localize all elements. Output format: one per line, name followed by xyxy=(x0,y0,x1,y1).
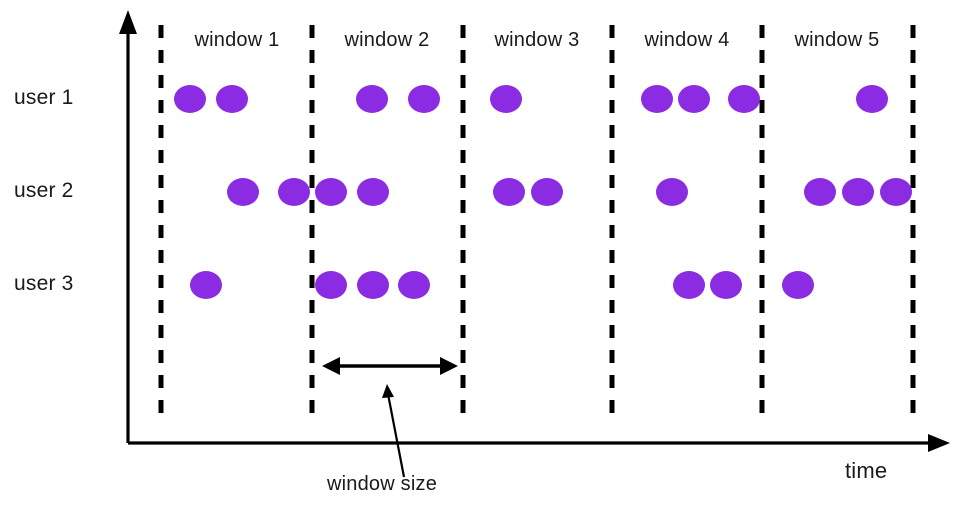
event-dots-group xyxy=(174,85,912,299)
event-dot xyxy=(728,85,760,113)
y-axis-arrowhead xyxy=(119,10,137,34)
event-dot xyxy=(227,178,259,206)
event-dot xyxy=(357,178,389,206)
event-dot xyxy=(804,178,836,206)
event-dot xyxy=(356,85,388,113)
event-dot xyxy=(856,85,888,113)
event-dot xyxy=(398,271,430,299)
event-dot xyxy=(315,178,347,206)
event-dot xyxy=(782,271,814,299)
window-label-2: window 2 xyxy=(344,29,430,51)
event-dot xyxy=(678,85,710,113)
event-dot xyxy=(490,85,522,113)
window-size-callout-arrowhead xyxy=(382,384,394,398)
event-dot xyxy=(842,178,874,206)
measure-arrowhead-right xyxy=(440,357,458,375)
window-label-3: window 3 xyxy=(494,29,580,51)
event-dot xyxy=(278,178,310,206)
event-dot xyxy=(493,178,525,206)
measure-arrowhead-left xyxy=(322,357,340,375)
axes-group xyxy=(119,10,950,452)
window-size-annotation-group xyxy=(322,357,458,478)
window-label-1: window 1 xyxy=(194,29,280,51)
event-dot xyxy=(656,178,688,206)
event-dot xyxy=(710,271,742,299)
window-label-4: window 4 xyxy=(644,29,730,51)
lane-label-user-1: user 1 xyxy=(14,86,74,109)
event-dot xyxy=(315,271,347,299)
event-dot xyxy=(408,85,440,113)
window-size-label: window size xyxy=(327,473,438,495)
x-axis-label: time xyxy=(845,458,888,483)
window-dividers-group xyxy=(158,25,916,415)
event-dot xyxy=(641,85,673,113)
lane-label-user-2: user 2 xyxy=(14,179,74,202)
event-dot xyxy=(880,178,912,206)
event-dot xyxy=(357,271,389,299)
event-dot xyxy=(174,85,206,113)
x-axis-arrowhead xyxy=(928,434,950,452)
window-size-callout-line xyxy=(386,393,406,478)
window-label-5: window 5 xyxy=(794,29,880,51)
event-dot xyxy=(673,271,705,299)
event-dot xyxy=(531,178,563,206)
event-dot xyxy=(216,85,248,113)
lane-label-user-3: user 3 xyxy=(14,272,74,295)
event-dot xyxy=(190,271,222,299)
